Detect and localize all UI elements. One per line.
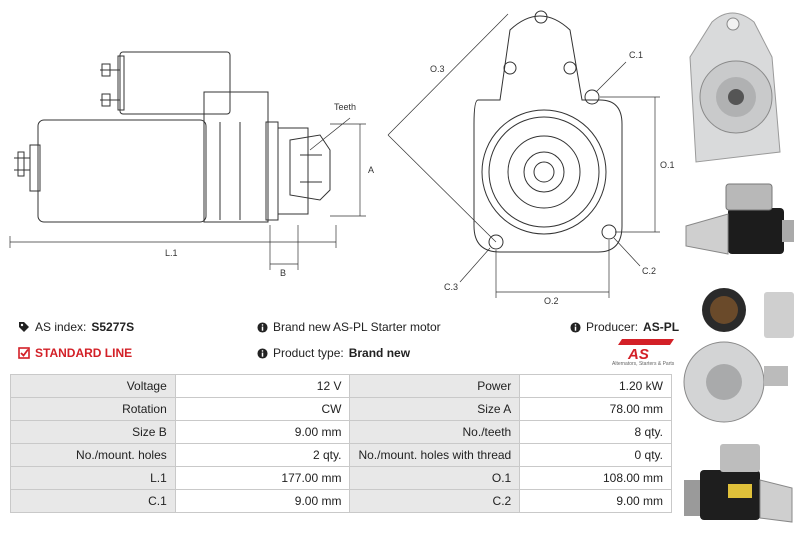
as-logo: AS Alternators, Starters & Parts	[612, 339, 674, 369]
description-text: Brand new AS-PL Starter motor	[273, 320, 441, 334]
product-type-value: Brand new	[348, 346, 411, 360]
dim-o2-label: O.2	[544, 296, 559, 306]
spec-value: 108.00 mm	[519, 466, 672, 490]
producer-label: Producer:	[586, 320, 639, 334]
checkbox-icon	[18, 347, 30, 359]
as-index: AS index: S5277S	[18, 320, 134, 334]
product-info: AS index: S5277S STANDARD LINE Brand new…	[0, 312, 679, 368]
spec-value: 9.00 mm	[174, 420, 351, 444]
spec-value: CW	[174, 397, 351, 421]
product-photo-side	[685, 183, 794, 255]
front-view-dimensions	[387, 13, 660, 298]
spec-label: L.1	[10, 466, 176, 490]
info-icon	[257, 321, 268, 333]
spec-label: Power	[349, 374, 521, 398]
as-logo-mark: AS	[618, 339, 674, 363]
spec-value: 9.00 mm	[174, 489, 351, 513]
spec-value: 12 V	[174, 374, 351, 398]
product-type: Product type: Brand new	[257, 346, 410, 360]
spec-label: C.1	[10, 489, 176, 513]
spec-label: Size A	[349, 397, 521, 421]
standard-line: STANDARD LINE	[18, 346, 132, 360]
spec-value: 2 qty.	[174, 443, 351, 467]
description: Brand new AS-PL Starter motor	[257, 320, 441, 334]
as-index-label: AS index:	[35, 320, 87, 334]
dim-c3-label: C.3	[444, 282, 458, 292]
product-photo-column	[676, 0, 800, 542]
spec-label: No./teeth	[349, 420, 521, 444]
as-logo-tagline: Alternators, Starters & Parts	[612, 361, 675, 367]
spec-label: C.2	[349, 489, 521, 513]
side-view-dimensions	[9, 117, 366, 270]
dim-c1-label: C.1	[629, 50, 643, 60]
spec-value: 8 qty.	[519, 420, 672, 444]
dim-c2-label: C.2	[642, 266, 656, 276]
spec-label: Rotation	[10, 397, 176, 421]
spec-value: 0 qty.	[519, 443, 672, 467]
spec-label: O.1	[349, 466, 521, 490]
product-photo-labeled	[684, 444, 793, 523]
spec-label: Voltage	[10, 374, 176, 398]
standard-line-label: STANDARD LINE	[35, 346, 133, 360]
teeth-label: Teeth	[334, 102, 356, 112]
spec-label: No./mount. holes with thread	[349, 443, 521, 467]
info-icon	[257, 347, 268, 359]
dim-l1-label: L.1	[165, 248, 178, 258]
tag-icon	[18, 321, 30, 333]
dim-b-label: B	[280, 268, 286, 278]
dim-o3-label: O.3	[430, 64, 445, 74]
front-view-drawing	[473, 10, 623, 253]
dim-a-label: A	[368, 165, 374, 175]
info-icon	[570, 321, 581, 333]
side-view-drawing	[14, 51, 331, 223]
spec-value: 9.00 mm	[519, 489, 672, 513]
producer: Producer: AS-PL	[570, 320, 679, 334]
as-logo-text: AS	[627, 346, 649, 361]
product-photo-front	[689, 12, 781, 163]
spec-value: 177.00 mm	[174, 466, 351, 490]
product-type-label: Product type:	[273, 346, 344, 360]
as-index-value: S5277S	[91, 320, 135, 334]
spec-value: 78.00 mm	[519, 397, 672, 421]
producer-value: AS-PL	[643, 320, 680, 334]
spec-label: No./mount. holes	[10, 443, 176, 467]
product-photo-rear	[683, 288, 794, 423]
technical-drawings: Teeth A B L.1 O.3 C.1 O.1 C.2 C.3 O.2	[9, 10, 675, 306]
spec-value: 1.20 kW	[519, 374, 672, 398]
dim-o1-label: O.1	[660, 160, 675, 170]
spec-label: Size B	[10, 420, 176, 444]
